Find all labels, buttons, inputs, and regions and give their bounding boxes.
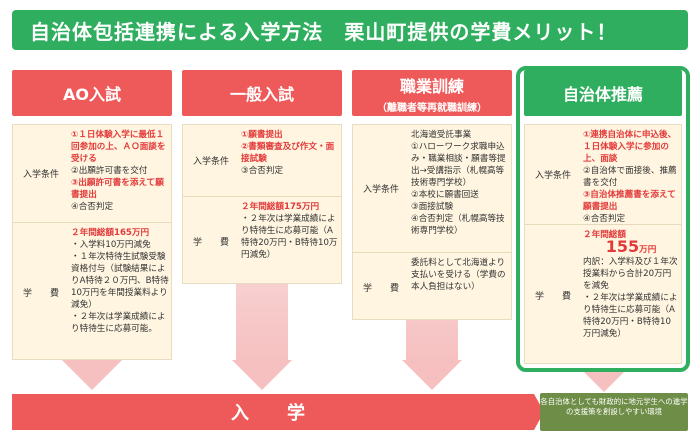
cond-content-ippan: ①願書提出 ②書類審査及び作文・面接試験 ③合否判定: [241, 129, 339, 177]
fee-content-shokugyo: 委託料として北海道より支払いを受ける（学費の本人負担はない）: [411, 257, 509, 293]
header-jichitai: 自治体推薦: [524, 70, 682, 116]
row-cond-ippan: 入学条件 ①願書提出 ②書類審査及び作文・面接試験 ③合否判定: [183, 125, 341, 197]
entry-bar: 入 学: [12, 394, 534, 430]
cond-shokugyo-3: ③面接試験: [411, 202, 454, 212]
fee-ao-2: ・１年次特待生試験受験資格付与（試験結果によりA特待２０万円、B特待10万円を年…: [71, 252, 169, 310]
fee-amount-jichitai: 155万円: [583, 239, 679, 256]
fee-ippan-1: ・２年次は学業成績により特待生に応募可能（A特待20万円・B特待10万円減免）: [241, 214, 338, 260]
fee-ao-3: ・２年次は学業成績により特待生に応募可能。: [71, 312, 166, 334]
table-shokugyo: 入学条件 北海道受託事業 ①ハローワーク求職申込み・職業相談・願書等提出→受講指…: [352, 124, 512, 320]
row-fee-shokugyo: 学 費 委託料として北海道より支払いを受ける（学費の本人負担はない）: [353, 253, 511, 321]
cond-ao-3: ③出願許可書を添えて願書提出: [71, 178, 164, 200]
arrow-ippan-head: [232, 360, 292, 390]
header-ao-label: AO入試: [63, 85, 121, 104]
cond-ippan-1: ①願書提出: [241, 130, 283, 140]
cond-content-shokugyo: 北海道受託事業 ①ハローワーク求職申込み・職業相談・願書等提出→受講指示（札幌高…: [411, 129, 509, 237]
header-ippan-label: 一般入試: [229, 85, 294, 104]
cond-label-ao: 入学条件: [22, 170, 59, 180]
cond-label-jichitai: 入学条件: [534, 171, 571, 181]
row-cond-ao: 入学条件 ①１日体験入学に最低１回参加の上、ＡＯ面談を受ける ②出願許可書を交付…: [13, 125, 171, 223]
cond-shokugyo-2: ②本校に願書回送: [411, 190, 479, 200]
fee-shokugyo-1: 委託料として北海道より支払いを受ける（学費の本人負担はない）: [411, 258, 506, 292]
cond-ippan-2: ②書類審査及び作文・面接試験: [241, 142, 335, 164]
fee-label-jichitai: 学 費: [534, 291, 571, 302]
header-shokugyo-label: 職業訓練: [399, 76, 464, 96]
cond-jichitai-3: ③自治体推薦書を添えて願書提出: [583, 190, 676, 212]
header-shokugyo: 職業訓練 （離職者等再就職訓練）: [352, 70, 512, 116]
header-jichitai-label: 自治体推薦: [562, 85, 643, 104]
fee-jichitai-1: 内訳：入学料及び１年次授業料から合計20万円を減免: [583, 257, 678, 291]
entry-arrow: [534, 394, 544, 430]
table-ao: 入学条件 ①１日体験入学に最低１回参加の上、ＡＯ面談を受ける ②出願許可書を交付…: [12, 124, 172, 360]
table-jichitai: 入学条件 ①連携自治体に申込後、１日体験入学に参加の上、面談 ②自治体で面接後、…: [524, 124, 682, 364]
row-fee-ao: 学 費 ２年間総額165万円 ・入学料10万円減免 ・１年次特待生試験受験資格付…: [13, 223, 171, 361]
header-ippan: 一般入試: [182, 70, 342, 116]
arrow-shokugyo-head: [402, 360, 462, 390]
cond-label-ippan: 入学条件: [192, 157, 229, 167]
cond-content-ao: ①１日体験入学に最低１回参加の上、ＡＯ面談を受ける ②出願許可書を交付 ③出願許…: [71, 129, 169, 213]
fee-label-ao: 学 費: [22, 288, 59, 299]
fee-label-shokugyo: 学 費: [362, 283, 399, 294]
fee-head-jichitai: ２年間総額: [583, 230, 626, 240]
cond-ao-2: ②出願許可書を交付: [71, 166, 148, 176]
cond-ippan-3: ③合否判定: [241, 166, 284, 176]
fee-big-jichitai: 155: [605, 237, 640, 256]
row-fee-jichitai: 学 費 ２年間総額 155万円 内訳：入学料及び１年次授業料から合計20万円を減…: [525, 225, 681, 365]
cond-content-jichitai: ①連携自治体に申込後、１日体験入学に参加の上、面談 ②自治体で面接後、推薦書を交…: [583, 129, 679, 225]
cond-ao-1: ①１日体験入学に最低１回参加の上、ＡＯ面談を受ける: [71, 130, 166, 164]
fee-head-ippan: ２年間総額175万円: [241, 202, 320, 212]
arrow-ao-head: [62, 360, 122, 390]
row-cond-jichitai: 入学条件 ①連携自治体に申込後、１日体験入学に参加の上、面談 ②自治体で面接後、…: [525, 125, 681, 225]
row-cond-shokugyo: 入学条件 北海道受託事業 ①ハローワーク求職申込み・職業相談・願書等提出→受講指…: [353, 125, 511, 253]
cond-shokugyo-4: ④合否判定（札幌高等技術専門学校）: [411, 214, 505, 236]
cond-ao-4: ④合否判定: [71, 202, 114, 212]
note-box: 各自治体としても財政的に地元学生への進学の支援策を創設しやすい環境: [540, 393, 688, 431]
cond-jichitai-1: ①連携自治体に申込後、１日体験入学に参加の上、面談: [583, 130, 677, 164]
fee-content-ippan: ２年間総額175万円 ・２年次は学業成績により特待生に応募可能（A特待20万円・…: [241, 201, 339, 261]
cond-label-shokugyo: 入学条件: [362, 185, 399, 195]
table-ippan: 入学条件 ①願書提出 ②書類審査及び作文・面接試験 ③合否判定 学 費 ２年間総…: [182, 124, 342, 284]
cond-jichitai-4: ④合否判定: [583, 214, 626, 224]
cond-shokugyo-0: 北海道受託事業: [411, 130, 472, 140]
fee-label-ippan: 学 費: [192, 237, 229, 248]
cond-shokugyo-1: ①ハローワーク求職申込み・職業相談・願書等提出→受講指示（札幌高等技術専門学校）: [411, 142, 506, 188]
arrow-ippan: [236, 270, 288, 360]
header-ao: AO入試: [12, 70, 172, 116]
header-shokugyo-sub: （離職者等再就職訓練）: [377, 102, 487, 114]
fee-content-ao: ２年間総額165万円 ・入学料10万円減免 ・１年次特待生試験受験資格付与（試験…: [71, 227, 169, 335]
cond-jichitai-2: ②自治体で面接後、推薦書を交付: [583, 166, 677, 188]
fee-content-jichitai: ２年間総額 155万円 内訳：入学料及び１年次授業料から合計20万円を減免 ・２…: [583, 229, 679, 340]
row-fee-ippan: 学 費 ２年間総額175万円 ・２年次は学業成績により特待生に応募可能（A特待2…: [183, 197, 341, 285]
fee-unit-jichitai: 万円: [639, 245, 657, 255]
fee-head-ao: ２年間総額165万円: [71, 228, 150, 238]
page-title: 自治体包括連携による入学方法 栗山町提供の学費メリット！: [12, 10, 688, 50]
fee-jichitai-2: ・２年次は学業成績により特待生に応募可能（A特待20万円・B特待10万円減免）: [583, 293, 678, 339]
fee-ao-1: ・入学料10万円減免: [71, 240, 151, 250]
